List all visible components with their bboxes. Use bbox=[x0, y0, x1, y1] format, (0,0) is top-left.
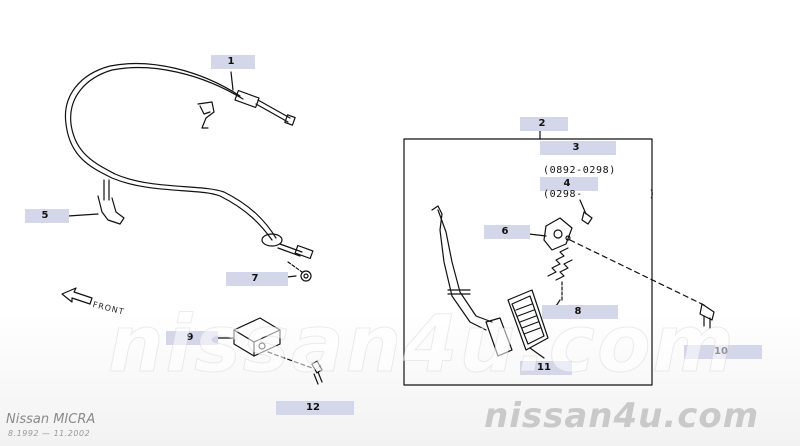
callout-2[interactable]: 2 bbox=[520, 117, 568, 131]
date-range-part-3: (0892-0298) bbox=[543, 165, 616, 176]
callout-3[interactable]: 3 bbox=[540, 141, 616, 155]
callout-11[interactable]: 11 bbox=[520, 361, 572, 375]
pedal-assembly-box bbox=[403, 138, 653, 386]
watermark-logo: nissan4u.com bbox=[484, 396, 760, 436]
callout-8[interactable]: 8 bbox=[542, 305, 618, 319]
callout-10[interactable]: 10 bbox=[684, 345, 762, 359]
callout-6[interactable]: 6 bbox=[484, 225, 530, 239]
pedal-arm bbox=[431, 205, 513, 357]
model-name: Nissan MICRA bbox=[6, 412, 96, 427]
stopper-block bbox=[233, 317, 281, 357]
nut bbox=[287, 261, 312, 282]
pivot-bracket bbox=[543, 199, 593, 251]
callout-4[interactable]: 4 bbox=[540, 177, 598, 191]
pedal-pad bbox=[507, 289, 549, 351]
callout-1[interactable]: 1 bbox=[211, 55, 255, 69]
callout-5[interactable]: 5 bbox=[25, 209, 69, 223]
watermark-large: nissan4u.com bbox=[108, 300, 736, 391]
callout-12[interactable]: 12 bbox=[276, 401, 354, 415]
cable-bracket bbox=[97, 179, 125, 225]
front-arrow bbox=[61, 287, 93, 305]
callout-7[interactable]: 7 bbox=[226, 272, 288, 286]
model-years: 8.1992 — 11.2002 bbox=[8, 429, 91, 438]
date-range-part-4: (0298- ) bbox=[543, 189, 656, 200]
accelerator-cable bbox=[64, 63, 314, 260]
bolt bbox=[699, 303, 715, 329]
screw bbox=[267, 351, 323, 385]
callout-9[interactable]: 9 bbox=[166, 331, 218, 345]
return-spring bbox=[547, 247, 573, 301]
